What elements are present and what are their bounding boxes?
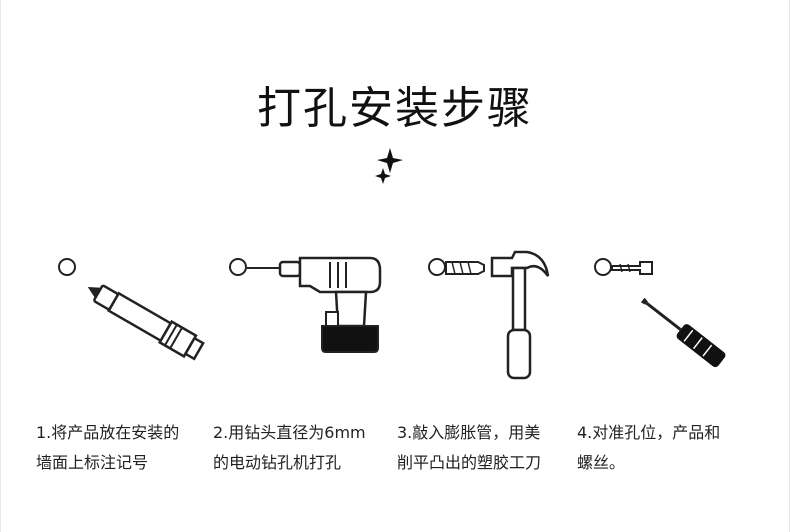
step-1-text: 1.将产品放在安装的 墙面上标注记号 xyxy=(36,418,179,478)
step-1-line-2: 墙面上标注记号 xyxy=(36,453,149,472)
screwdriver-screw-icon xyxy=(594,258,726,368)
step-4-text: 4.对准孔位，产品和 螺丝。 xyxy=(577,418,720,478)
hammer-anchor-icon xyxy=(428,250,550,380)
step-2-line-1: 2.用钻头直径为6mm xyxy=(213,423,366,442)
step-4-line-1: 4.对准孔位，产品和 xyxy=(577,423,721,442)
step-2-line-2: 的电动钻孔机打孔 xyxy=(213,453,342,472)
sparkle-icon xyxy=(375,148,403,184)
marker-pen-icon xyxy=(58,258,205,361)
step-3-line-1: 3.敲入膨胀管，用美 xyxy=(397,423,541,442)
step-3-text: 3.敲入膨胀管，用美 削平凸出的塑胶工刀 xyxy=(397,418,541,478)
step-4-line-2: 螺丝。 xyxy=(577,453,626,472)
step-1-line-1: 1.将产品放在安装的 xyxy=(36,423,180,442)
step-2-text: 2.用钻头直径为6mm 的电动钻孔机打孔 xyxy=(213,418,366,478)
electric-drill-icon xyxy=(229,256,382,353)
page-title: 打孔安装步骤 xyxy=(257,83,533,134)
step-3-line-2: 削平凸出的塑胶工刀 xyxy=(397,453,542,472)
